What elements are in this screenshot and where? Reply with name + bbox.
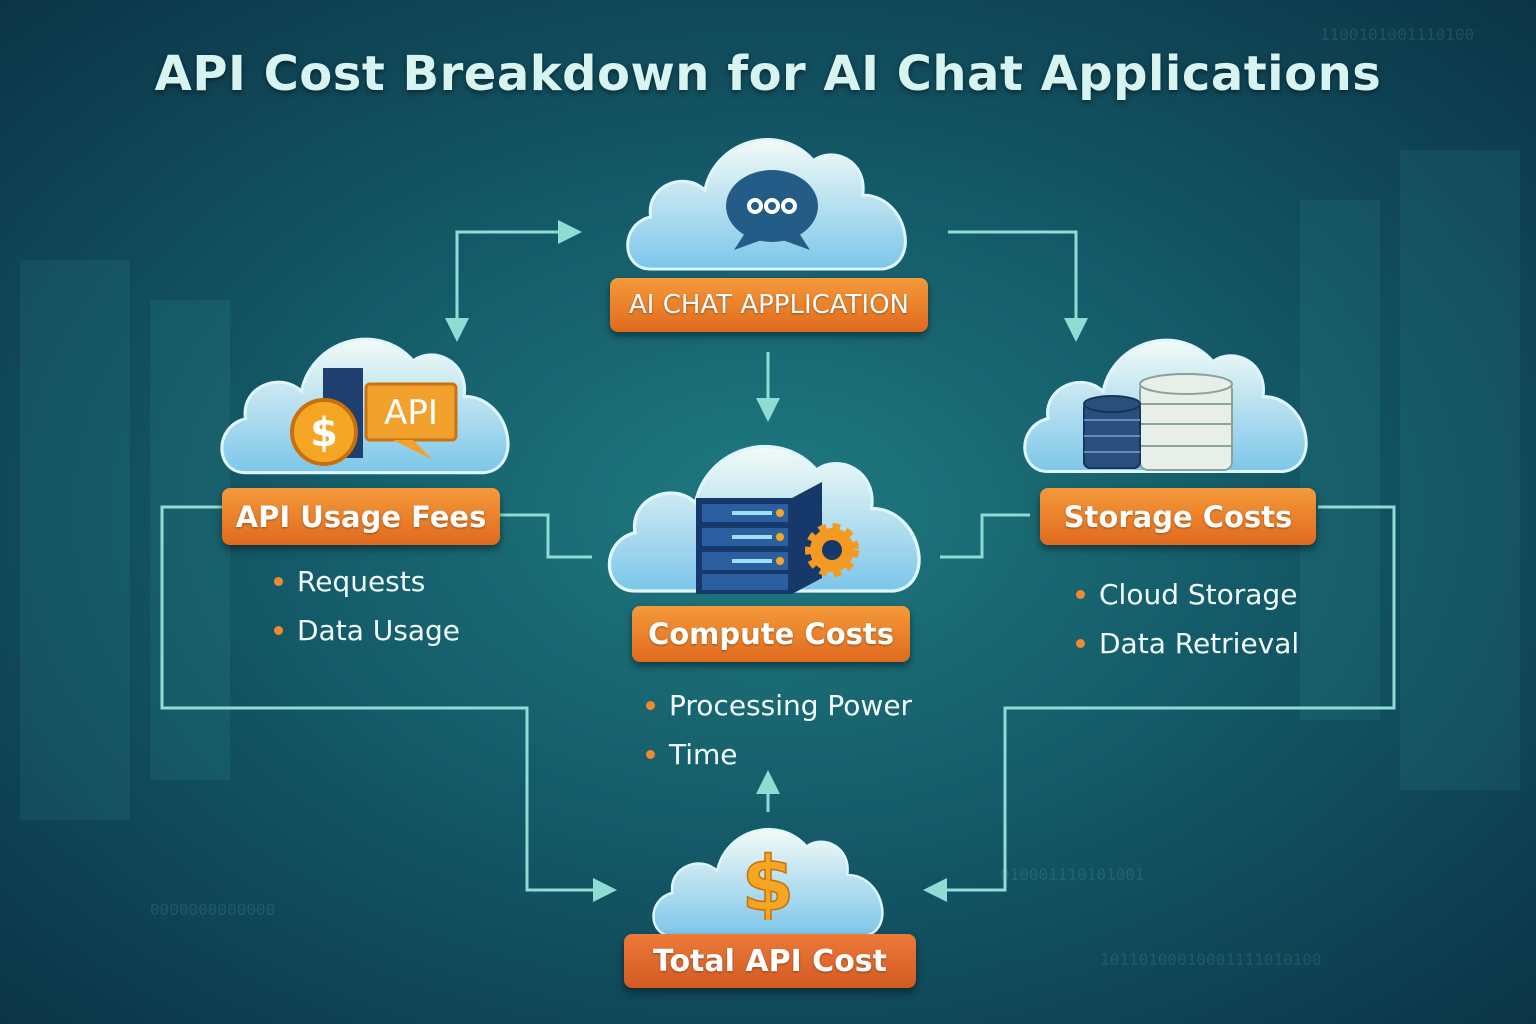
bullet-item: Requests: [274, 557, 460, 606]
storage-costs-label: Storage Costs: [1040, 488, 1316, 545]
bullet-item: Data Retrieval: [1076, 619, 1299, 668]
api-usage-fees-label: API Usage Fees: [222, 488, 500, 545]
svg-text:$: $: [742, 840, 795, 920]
svg-text:1100101001110100: 1100101001110100: [1320, 25, 1474, 44]
database-icon: [1083, 373, 1233, 471]
api-usage-bullets: Requests Data Usage: [274, 557, 460, 655]
svg-text:10110100010001111010100: 10110100010001111010100: [1100, 950, 1322, 969]
server-gear-icon: [696, 482, 859, 594]
storage-bullets: Cloud Storage Data Retrieval: [1076, 570, 1299, 668]
ai-chat-application-label: AI CHAT APPLICATION: [610, 278, 928, 332]
chat-bubble-icon: [726, 170, 818, 250]
total-api-cost-label: Total API Cost: [624, 934, 916, 988]
arrow-storage-to-total: [923, 505, 1396, 902]
svg-text:API: API: [384, 393, 438, 433]
compute-costs-label: Compute Costs: [632, 606, 910, 662]
link-api-compute: [500, 513, 592, 559]
api-dollar-icon: API $: [290, 368, 458, 466]
bullet-item: Time: [646, 730, 912, 779]
svg-text:0000000000000: 0000000000000: [150, 900, 275, 919]
page-title: API Cost Breakdown for AI Chat Applicati…: [154, 46, 1382, 102]
svg-text:010001110101001: 010001110101001: [1000, 865, 1145, 884]
arrow-api-to-total: [160, 505, 617, 902]
svg-text:$: $: [310, 410, 338, 456]
arrow-app-to-api-top: [455, 220, 582, 320]
dollar-icon: $: [741, 840, 795, 920]
bullet-item: Cloud Storage: [1076, 570, 1299, 619]
bullet-item: Data Usage: [274, 606, 460, 655]
link-storage-compute: [940, 513, 1030, 559]
compute-bullets: Processing Power Time: [646, 681, 912, 779]
arrow-app-to-storage: [948, 230, 1088, 342]
bullet-item: Processing Power: [646, 681, 912, 730]
